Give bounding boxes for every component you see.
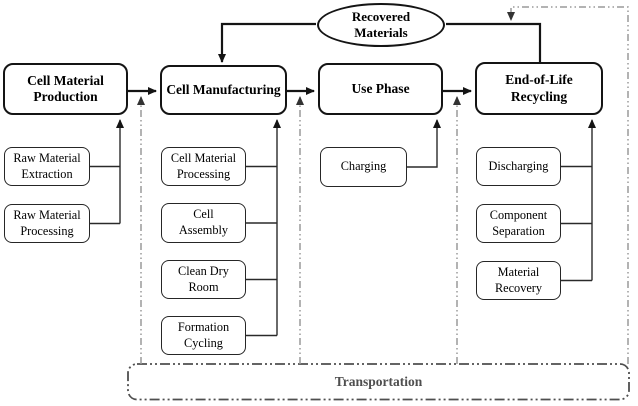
node-material-recovery: Material Recovery [476,261,561,300]
collector-use-phase [407,119,441,168]
sub-label: Discharging [488,158,549,173]
stage-label: Use Phase [351,80,410,96]
stub-production-subs [90,165,120,225]
recovered-materials-label: Recovered Materials [351,8,411,40]
node-recovered-materials: Recovered Materials [317,3,445,47]
stub-manufacturing-subs [246,165,277,337]
sub-label: Material Recovery [494,264,543,295]
sub-label: Raw Material Processing [13,207,81,238]
node-cell-material-processing: Cell Material Processing [161,147,246,186]
node-raw-material-processing: Raw Material Processing [4,204,90,243]
line-eol-to-recovered [446,22,542,63]
node-use-phase: Use Phase [318,63,443,115]
transport-link-recovered [507,6,629,364]
node-cell-assembly: Cell Assembly [161,203,246,243]
transportation-label: Transportation [334,374,423,389]
sub-label: Cell Material Processing [170,150,237,181]
sub-label: Formation Cycling [177,319,230,350]
node-cell-material-production: Cell Material Production [3,63,128,115]
sub-label: Clean Dry Room [178,263,229,294]
node-charging: Charging [320,147,407,187]
node-transportation: Transportation [128,364,629,400]
node-cell-manufacturing: Cell Manufacturing [160,65,287,115]
stub-recycling-subs [561,165,592,282]
stage-label: Cell Material Production [27,72,104,104]
node-clean-dry-room: Clean Dry Room [161,260,246,299]
sub-label: Component Separation [489,207,548,238]
stage-label: Cell Manufacturing [166,81,281,97]
stage-label: End-of-Life Recycling [505,72,573,104]
line-recovered-to-cell-manufacturing [218,22,316,63]
node-end-of-life-recycling: End-of-Life Recycling [475,62,603,115]
transportation-box-border [127,363,630,401]
node-discharging: Discharging [476,147,561,186]
node-component-separation: Component Separation [476,204,561,243]
sub-label: Raw Material Extraction [13,150,81,181]
node-formation-cycling: Formation Cycling [161,316,246,355]
sub-label: Cell Assembly [178,207,229,237]
node-raw-material-extraction: Raw Material Extraction [4,147,90,186]
sub-label: Charging [340,159,387,173]
